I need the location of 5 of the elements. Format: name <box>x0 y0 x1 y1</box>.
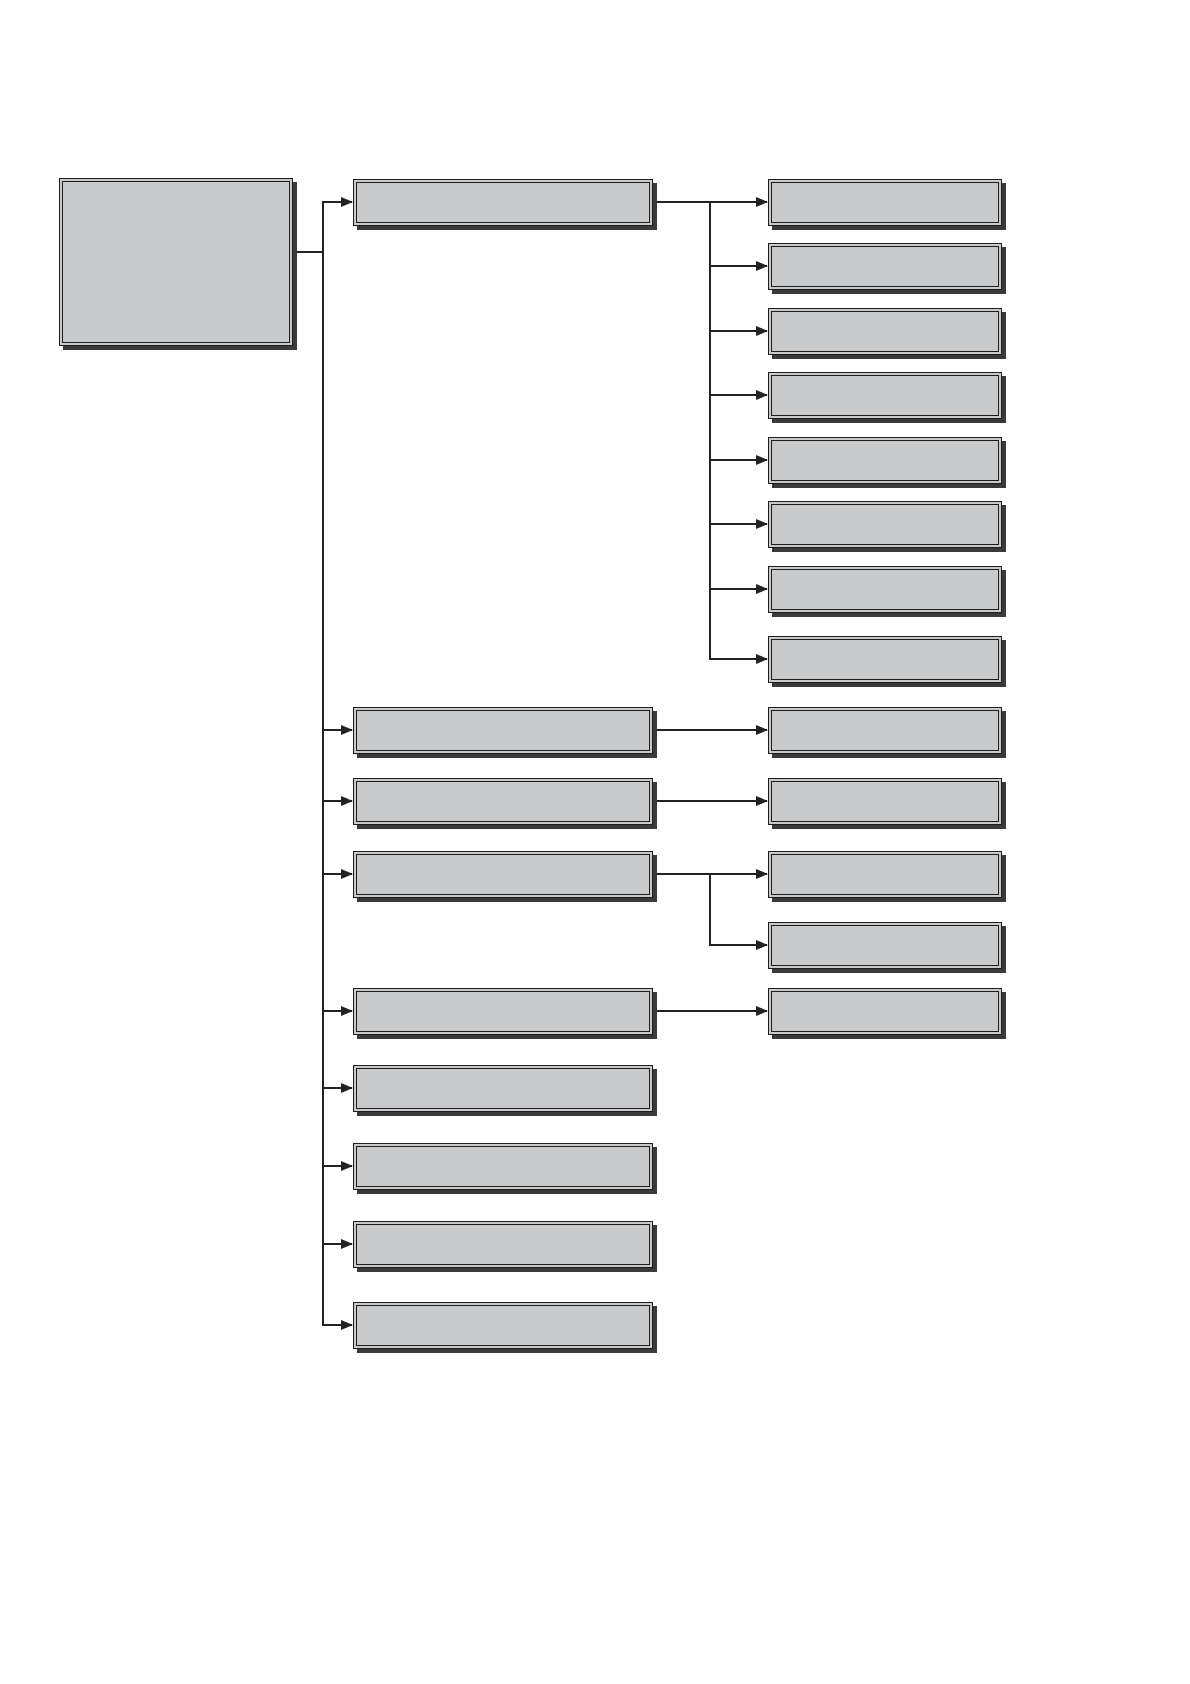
arrow <box>656 873 768 950</box>
arrow <box>656 725 768 735</box>
arrow <box>656 201 768 664</box>
arrow <box>656 796 768 806</box>
arrow <box>656 1006 768 1016</box>
